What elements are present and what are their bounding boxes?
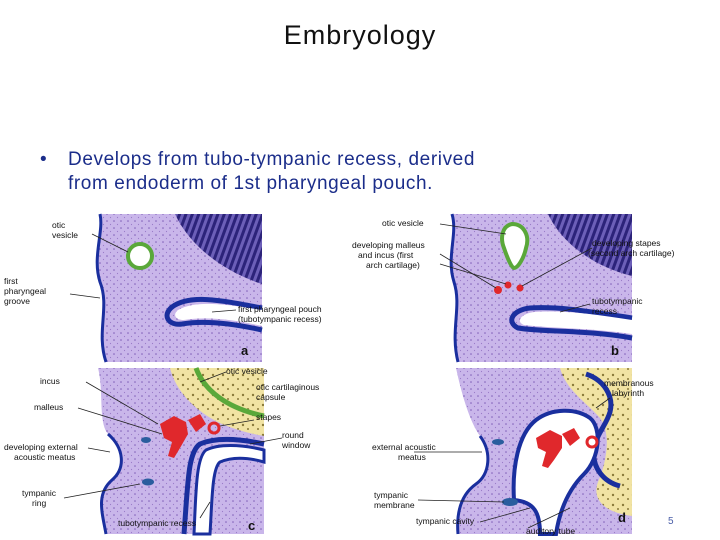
panel-b-label-stapes-2: (second arch cartilage)	[588, 248, 675, 258]
panel-b-label-recess-2: recess	[592, 306, 617, 316]
panel-b-malleus-incus-2	[505, 282, 512, 289]
panel-c: incus malleus developing external acoust…	[4, 366, 319, 534]
panel-a-label-groove-3: groove	[4, 296, 30, 306]
panel-c-letter: c	[248, 518, 255, 533]
panel-c-tympanic-ring	[142, 479, 154, 486]
panel-d-label-cavity: tympanic cavity	[416, 516, 475, 526]
panel-b-letter: b	[611, 343, 619, 358]
panel-b-label-stapes-1: developing stapes	[592, 238, 661, 248]
panel-d-label-membrane-1: tympanic	[374, 490, 409, 500]
panel-a-label-pouch-2: (tubotympanic recess)	[238, 314, 322, 324]
panel-a-label-otic-1: otic	[52, 220, 66, 230]
panel-c-label-incus: incus	[40, 376, 60, 386]
panel-b-label-otic: otic vesicle	[382, 218, 424, 228]
panel-d: membranous labyrinth external acoustic m…	[372, 368, 654, 536]
panel-b-label-malleus-1: developing malleus	[352, 240, 425, 250]
panel-c-label-ring-2: ring	[32, 498, 46, 508]
panel-a-label-groove-2: pharyngeal	[4, 286, 46, 296]
panel-c-label-round-window-2: window	[281, 440, 311, 450]
bullet-point: • Develops from tubo-tympanic recess, de…	[40, 148, 690, 196]
panel-c-label-ring-1: tympanic	[22, 488, 57, 498]
ear-embryology-figure: otic vesicle first pharyngeal groove fir…	[0, 212, 720, 540]
panel-a-otic-vesicle	[128, 244, 152, 268]
panel-a-label-groove-1: first	[4, 276, 18, 286]
panel-c-label-malleus: malleus	[34, 402, 63, 412]
panel-c-label-capsule-2: capsule	[256, 392, 286, 402]
panel-d-label-meatus-2: meatus	[398, 452, 426, 462]
panel-c-label-capsule-1: otic cartilaginous	[256, 382, 319, 392]
page-number: 5	[668, 516, 674, 527]
panel-d-tympanic-membrane	[502, 498, 518, 506]
panel-a-label-otic-2: vesicle	[52, 230, 78, 240]
bullet-line-1: Develops from tubo-tympanic recess, deri…	[68, 148, 690, 172]
panel-b-label-malleus-2: and incus (first	[358, 250, 414, 260]
panel-a-label-pouch-1: first pharyngeal pouch	[238, 304, 322, 314]
panel-a-letter: a	[241, 343, 249, 358]
panel-d-label-membrane-2: membrane	[374, 500, 415, 510]
panel-c-tympanic-ring-2	[141, 437, 151, 443]
panel-c-label-round-window-1: round	[282, 430, 304, 440]
panel-c-label-meatus-1: developing external	[4, 442, 78, 452]
panel-d-tympanic-membrane-2	[492, 439, 504, 445]
panel-b-label-recess-1: tubotympanic	[592, 296, 643, 306]
panel-d-label-labyrinth-2: labyrinth	[612, 388, 644, 398]
panel-c-label-meatus-2: acoustic meatus	[14, 452, 75, 462]
panel-d-label-labyrinth-1: membranous	[604, 378, 654, 388]
panel-c-label-otic-vesicle: otic vesicle	[226, 366, 268, 376]
panel-c-label-stapes: stapes	[256, 412, 281, 422]
panel-d-label-meatus-1: external acoustic	[372, 442, 437, 452]
panel-a: otic vesicle first pharyngeal groove fir…	[4, 214, 322, 362]
panel-d-label-auditory-tube: auditory tube	[526, 526, 575, 536]
slide-title: Embryology	[0, 20, 720, 51]
panel-b: otic vesicle developing malleus and incu…	[352, 214, 675, 362]
bullet-line-2: from endoderm of 1st pharyngeal pouch.	[68, 172, 690, 196]
panel-d-letter: d	[618, 510, 626, 525]
bullet-symbol: •	[40, 148, 47, 172]
panel-b-label-malleus-3: arch cartilage)	[366, 260, 420, 270]
panel-c-label-recess: tubotympanic recess	[118, 518, 196, 528]
